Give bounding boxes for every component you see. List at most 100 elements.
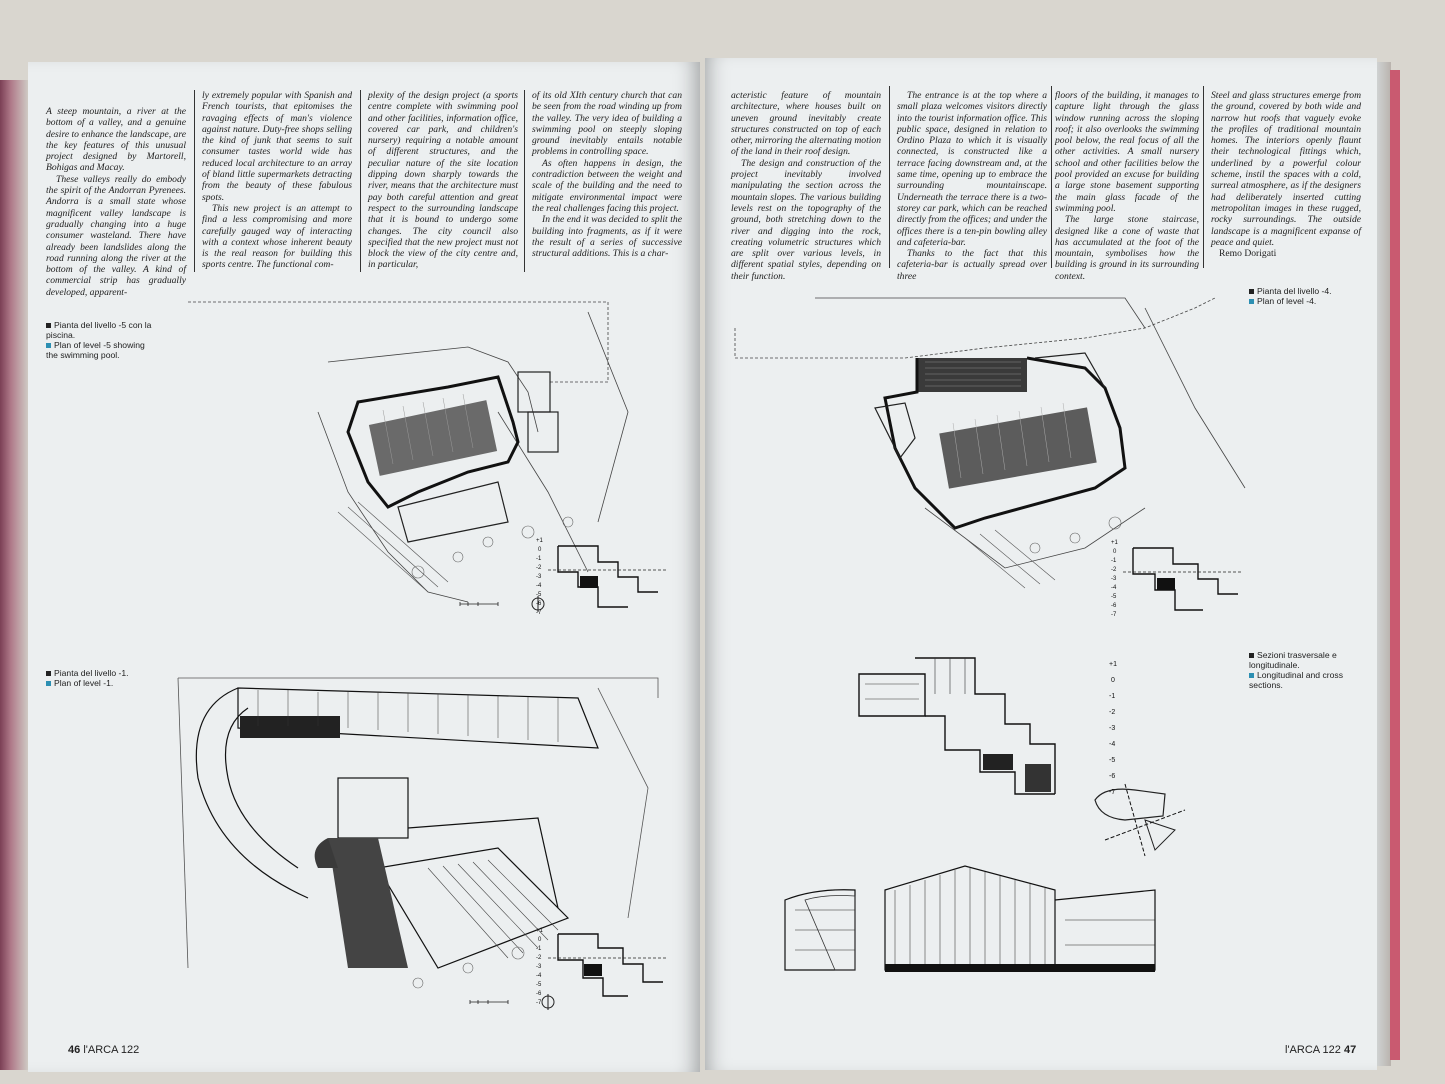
section-level-scale: +1 0 -1 -2 -3 -4 -5 -6 -7 <box>1109 661 1117 796</box>
level-label: -1 <box>536 946 542 952</box>
level-label: -4 <box>536 973 542 979</box>
level-label: +1 <box>536 538 544 544</box>
level-label: -5 <box>1109 757 1115 764</box>
paragraph: ly extremely popular with Spanish and Fr… <box>202 90 352 203</box>
folio: l'ARCA 122 47 <box>1285 1044 1356 1056</box>
section-key-diagram <box>1094 783 1186 857</box>
level-label: -2 <box>536 565 542 571</box>
text-column-3: plexity of the design project (a sports … <box>368 90 518 271</box>
level-label: -6 <box>1109 773 1115 780</box>
paragraph: floors of the building, it manages to ca… <box>1055 90 1199 214</box>
level-label: -7 <box>536 1000 542 1006</box>
floor-plan-level-5 <box>188 301 629 603</box>
paragraph: Thanks to the fact that this cafeteria-b… <box>897 248 1047 282</box>
level-label: -7 <box>536 610 542 616</box>
page-number: 47 <box>1343 1044 1357 1056</box>
paragraph: The entrance is at the top where a small… <box>897 90 1047 248</box>
column-rule <box>1051 86 1052 268</box>
level-label: -3 <box>536 574 542 580</box>
level-label: -7 <box>1109 789 1115 796</box>
text-column-3: floors of the building, it manages to ca… <box>1055 90 1199 282</box>
section-diagram-small: +1 0 -1 -2 -3 -4 -5 -6 -7 <box>1111 540 1243 618</box>
text-column-1: acteristic feature of mountain architect… <box>731 90 881 282</box>
paragraph: The design and construction of the proje… <box>731 157 881 282</box>
caption-plan-level-5: Pianta del livello -5 con la piscina. Pl… <box>46 320 152 360</box>
caption-sections: Sezioni trasversale e longitudinale. Lon… <box>1249 650 1343 690</box>
level-label: 0 <box>538 547 542 553</box>
bullet-square-blue <box>46 681 51 686</box>
column-rule <box>524 90 525 272</box>
level-label: +1 <box>1111 540 1119 546</box>
level-label: -6 <box>1111 603 1117 609</box>
column-rule <box>194 90 195 272</box>
next-pages-edge <box>1377 62 1391 1066</box>
column-rule <box>360 90 361 272</box>
cross-section-drawing <box>858 657 1056 795</box>
level-label: -3 <box>536 964 542 970</box>
paragraph: of its old XIth century church that can … <box>532 90 682 158</box>
paragraph: The large stone staircase, designed like… <box>1055 214 1199 282</box>
text-column-2: The entrance is at the top where a small… <box>897 90 1047 282</box>
level-label: 0 <box>1111 677 1115 684</box>
paragraph: acteristic feature of mountain architect… <box>731 90 881 158</box>
level-label: -1 <box>1111 558 1117 564</box>
level-label: -1 <box>536 556 542 562</box>
author-signature: Remo Dorigati <box>1219 248 1277 260</box>
magazine-issue: l'ARCA 122 <box>83 1044 140 1056</box>
level-label: -4 <box>1109 741 1115 748</box>
paragraph: As often happens in design, the contradi… <box>532 157 682 214</box>
section-diagram-small: +1 0 -1 -2 -3 -4 -5 -6 -7 <box>536 928 668 1006</box>
column-rule <box>889 86 890 268</box>
level-label: 0 <box>538 937 542 943</box>
text-column-1: A steep mountain, a river at the bottom … <box>46 106 186 298</box>
caption-plan-level-4: Pianta del livello -4. Plan of level -4. <box>1249 286 1369 306</box>
longitudinal-section-drawing <box>784 865 1156 972</box>
level-label: 0 <box>1113 549 1117 555</box>
level-label: -7 <box>1111 612 1117 618</box>
floor-plan-level-1 <box>177 677 659 989</box>
level-label: +1 <box>1109 661 1117 668</box>
right-page: acteristic feature of mountain architect… <box>705 58 1377 1070</box>
paragraph: Steel and glass structures emerge from t… <box>1211 90 1361 248</box>
level-label: -3 <box>1111 576 1117 582</box>
column-rule <box>1203 86 1204 268</box>
bullet-square-blue <box>46 343 51 348</box>
level-label: -5 <box>536 982 542 988</box>
level-label: -2 <box>1109 709 1115 716</box>
caption-plan-level-1: Pianta del livello -1. Plan of level -1. <box>46 668 158 688</box>
folio: 46 l'ARCA 122 <box>68 1044 139 1056</box>
floor-plan-level-4 <box>734 297 1246 589</box>
paragraph: In the end it was decided to split the b… <box>532 214 682 260</box>
level-label: +1 <box>536 928 544 934</box>
paragraph: This new project is an attempt to find a… <box>202 202 352 271</box>
paragraph: These valleys really do embody the spiri… <box>46 173 186 298</box>
level-label: -6 <box>536 601 542 607</box>
level-label: -4 <box>1111 585 1117 591</box>
bullet-square-blue <box>1249 673 1254 678</box>
text-column-2: ly extremely popular with Spanish and Fr… <box>202 90 352 271</box>
level-label: -3 <box>1109 725 1115 732</box>
level-label: -5 <box>536 592 542 598</box>
level-label: -6 <box>536 991 542 997</box>
prev-pages-edge <box>0 80 28 1070</box>
magazine-issue: l'ARCA 122 <box>1285 1044 1341 1056</box>
page-number: 46 <box>68 1044 81 1056</box>
bullet-square <box>46 323 51 328</box>
level-label: -4 <box>536 583 542 589</box>
bullet-square <box>46 671 51 676</box>
level-label: -2 <box>1111 567 1117 573</box>
left-page: A steep mountain, a river at the bottom … <box>28 62 700 1072</box>
scale-bar <box>469 994 555 1010</box>
text-column-4: of its old XIth century church that can … <box>532 90 682 259</box>
level-label: -1 <box>1109 693 1115 700</box>
scale-bar <box>459 596 545 612</box>
paragraph: plexity of the design project (a sports … <box>368 90 518 271</box>
text-column-4: Steel and glass structures emerge from t… <box>1211 90 1361 259</box>
bullet-square <box>1249 653 1254 658</box>
paragraph: A steep mountain, a river at the bottom … <box>46 106 186 174</box>
bullet-square-blue <box>1249 299 1254 304</box>
bullet-square <box>1249 289 1254 294</box>
level-label: -5 <box>1111 594 1117 600</box>
cover-edge <box>1390 70 1400 1060</box>
